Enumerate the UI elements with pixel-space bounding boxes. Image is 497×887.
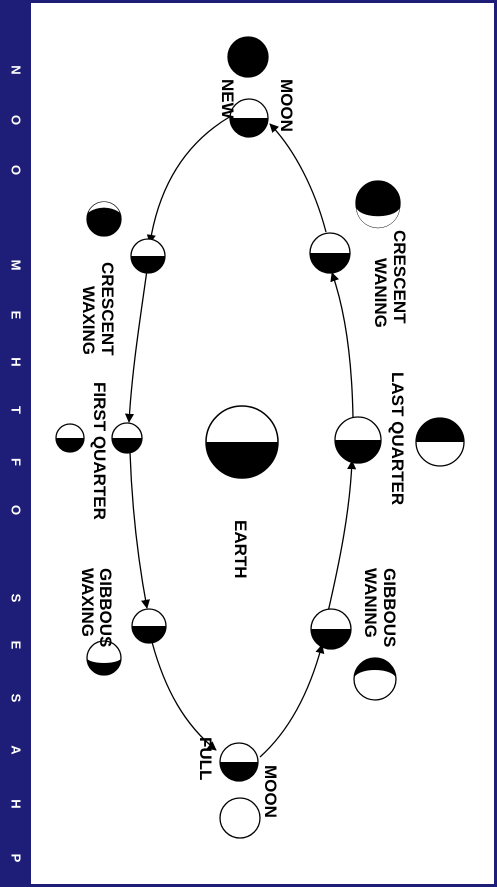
orbit-moon-full <box>219 742 259 782</box>
label-waxing-crescent: WAXING <box>79 286 98 355</box>
appearance-moon-waning-gibbous <box>353 657 397 701</box>
label-waxing-gibbous-2: GIBBOUS <box>96 568 115 647</box>
orbit-moon-new <box>229 98 269 138</box>
appearance-moon-first-quarter <box>55 423 85 453</box>
label-waxing-gibbous: WAXING <box>78 568 97 637</box>
orbit-moon-last-quarter <box>334 416 382 464</box>
orbit-arrow <box>269 123 327 233</box>
label-waning-gibbous: WANING <box>361 568 380 638</box>
label-new-moon-2: MOON <box>277 79 296 132</box>
orbit-moon-waxing-crescent <box>130 238 166 274</box>
orbit-moon-waning-crescent <box>309 232 351 274</box>
orbit-arrow <box>129 451 150 609</box>
orbit-arrow <box>327 460 357 613</box>
orbit-path <box>124 115 357 758</box>
orbit-arrow <box>124 269 148 423</box>
appearance-moon-full <box>219 797 261 839</box>
label-first-quarter: FIRST QUARTER <box>90 382 109 520</box>
orbit-moon-first-quarter <box>111 422 143 454</box>
orbit-moon-waxing-gibbous <box>131 608 167 644</box>
orbit-arrow <box>146 115 232 244</box>
label-waning-crescent-2: CRESCENT <box>390 230 409 324</box>
label-full-moon-2: MOON <box>261 765 280 818</box>
label-waning-crescent: WANING <box>371 258 390 328</box>
appearance-moon-waxing-crescent <box>86 201 122 237</box>
orbit-arrow <box>259 644 325 758</box>
label-waning-gibbous-2: GIBBOUS <box>380 568 399 647</box>
label-earth: EARTH <box>231 520 250 579</box>
orbit-moon-waning-gibbous <box>310 608 352 650</box>
label-full-moon: FULL <box>196 737 215 780</box>
orbit-arrow <box>330 272 354 419</box>
appearance-moon-new <box>227 36 269 78</box>
appearance-moon-waning-crescent <box>355 180 401 229</box>
appearance-moon-last-quarter <box>415 417 465 467</box>
appearance-moon-waxing-gibbous <box>86 640 122 676</box>
label-new-moon: NEW <box>218 79 237 120</box>
label-waxing-crescent-2: CRESCENT <box>98 262 117 356</box>
earth <box>205 405 279 479</box>
orbit-arrow <box>151 641 217 751</box>
label-last-quarter: LAST QUARTER <box>388 372 407 505</box>
